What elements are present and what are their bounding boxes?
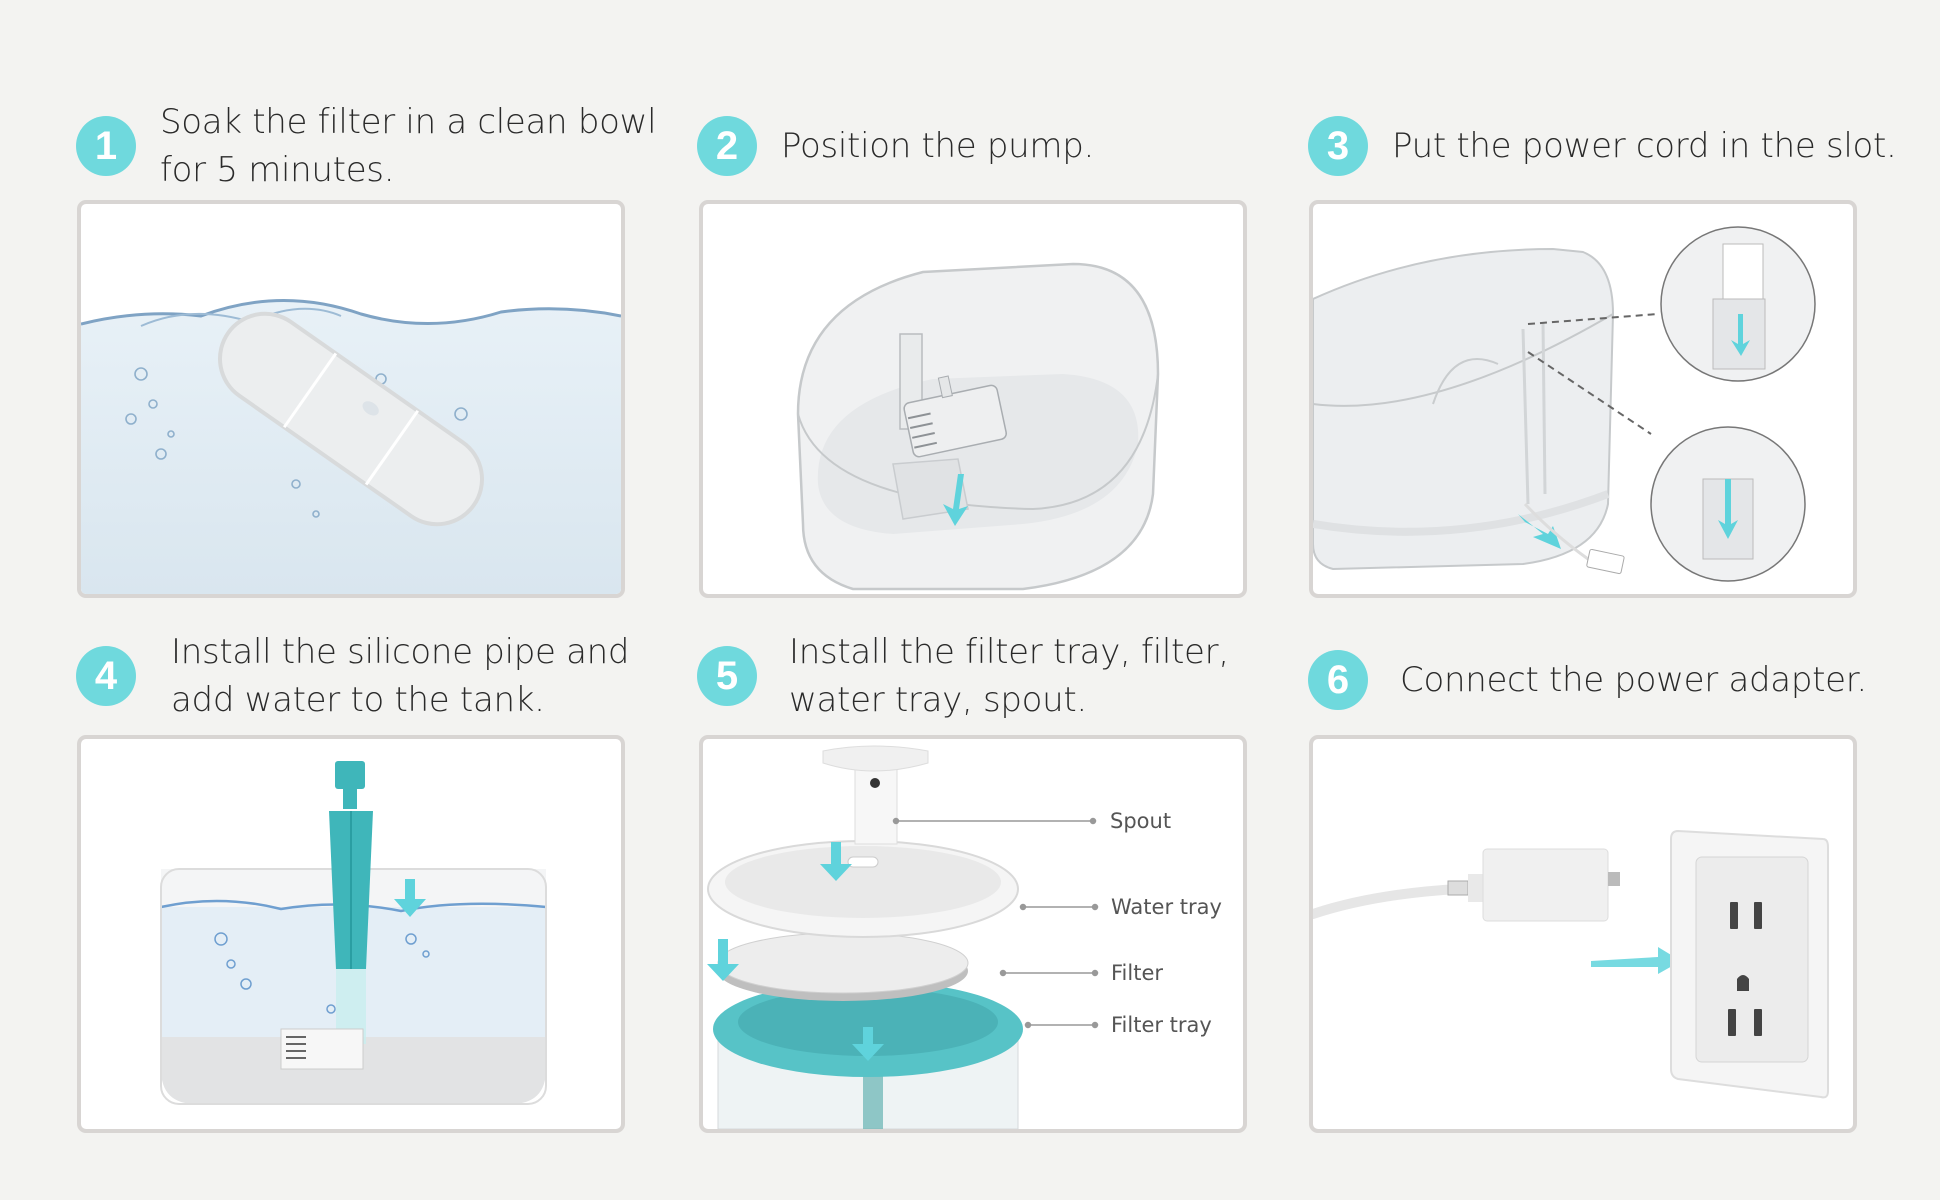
step-5-caption: Install the filter tray, filter, water t… bbox=[789, 632, 1229, 720]
step-5-header: 5 Install the filter tray, filter, water… bbox=[697, 628, 1229, 724]
power-adapter-icon bbox=[1313, 829, 1829, 1099]
step-number-badge: 3 bbox=[1308, 116, 1368, 176]
step-2-illustration bbox=[699, 200, 1247, 598]
step-number-badge: 2 bbox=[697, 116, 757, 176]
label-filter: Filter bbox=[1111, 961, 1163, 985]
step-4-caption: Install the silicone pipe and add water … bbox=[171, 632, 630, 720]
label-water-tray: Water tray bbox=[1111, 895, 1222, 919]
label-spout: Spout bbox=[1110, 809, 1171, 833]
step-1-illustration bbox=[77, 200, 625, 598]
step-5-illustration: Spout Water tray Filter Filter tray bbox=[699, 735, 1247, 1133]
step-1-caption: Soak the filter in a clean bowl for 5 mi… bbox=[160, 102, 657, 190]
step-6-header: 6 Connect the power adapter. bbox=[1308, 650, 1867, 710]
step-number-badge: 1 bbox=[76, 116, 136, 176]
label-filter-tray: Filter tray bbox=[1111, 1013, 1212, 1037]
step-1-header: 1 Soak the filter in a clean bowl for 5 … bbox=[76, 98, 657, 194]
exploded-assembly-icon: Spout Water tray Filter Filter tray bbox=[707, 745, 1222, 1129]
cord-slot-icon bbox=[1313, 226, 1816, 582]
step-4-illustration bbox=[77, 735, 625, 1133]
step-2-caption: Position the pump. bbox=[781, 126, 1095, 166]
step-number-badge: 5 bbox=[697, 646, 757, 706]
step-number-badge: 6 bbox=[1308, 650, 1368, 710]
silicone-pipe-icon bbox=[160, 761, 547, 1105]
step-3-illustration bbox=[1309, 200, 1857, 598]
step-3-caption: Put the power cord in the slot. bbox=[1392, 126, 1897, 166]
step-6-illustration bbox=[1309, 735, 1857, 1133]
step-number-badge: 4 bbox=[76, 646, 136, 706]
filter-soaking-icon bbox=[81, 299, 621, 594]
step-4-header: 4 Install the silicone pipe and add wate… bbox=[76, 628, 629, 724]
step-6-caption: Connect the power adapter. bbox=[1400, 660, 1867, 700]
step-3-header: 3 Put the power cord in the slot. bbox=[1308, 116, 1897, 176]
pump-in-tank-icon bbox=[796, 262, 1160, 591]
step-2-header: 2 Position the pump. bbox=[697, 116, 1094, 176]
